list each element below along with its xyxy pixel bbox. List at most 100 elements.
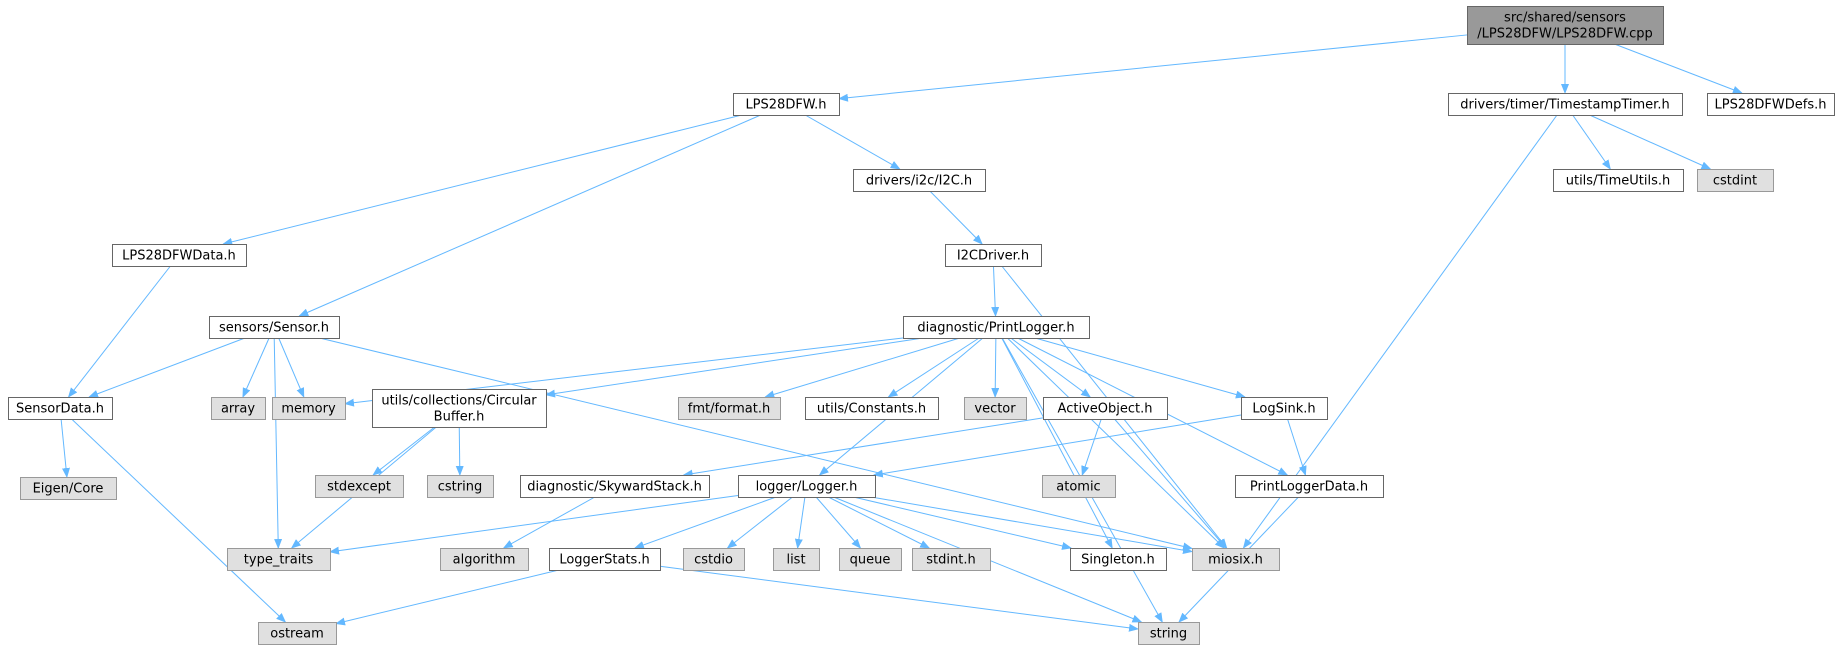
edge-print_logger-to-fmt_format [764, 337, 960, 399]
node-box [440, 548, 529, 571]
node-label: cstdio [694, 553, 733, 568]
node-logger-stats[interactable]: LoggerStats.h [549, 548, 661, 571]
node-box [1467, 6, 1664, 45]
node-label: sensors/Sensor.h [219, 321, 329, 336]
node-label: I2CDriver.h [957, 249, 1029, 264]
node-root[interactable]: src/shared/sensors/LPS28DFW/LPS28DFW.cpp [1467, 6, 1664, 45]
edge-sensors_sensor-to-array [242, 337, 270, 398]
node-algorithm: algorithm [440, 548, 529, 571]
node-label: miosix.h [1208, 553, 1263, 568]
node-label: stdexcept [327, 480, 391, 495]
node-lps28dfw-defs[interactable]: LPS28DFWDefs.h [1707, 93, 1835, 116]
edge-skyward_stack-to-algorithm [502, 496, 596, 549]
node-list: list [773, 548, 820, 571]
node-label: SensorData.h [16, 402, 104, 417]
edge-lps28dfw_h-to-lps28dfw_data [222, 114, 742, 246]
node-miosix: miosix.h [1192, 548, 1280, 571]
node-utils-constants[interactable]: utils/Constants.h [805, 397, 939, 420]
node-box [1707, 93, 1835, 116]
edge-print_logger-to-utils_constants [887, 337, 980, 398]
node-label: vector [974, 402, 1016, 417]
node-box [1235, 475, 1384, 498]
node-label: PrintLoggerData.h [1250, 480, 1368, 495]
node-box [903, 316, 1090, 339]
node-label: Buffer.h [434, 410, 485, 425]
edge-sensors_sensor-to-miosix [319, 337, 1193, 551]
node-label: queue [850, 553, 891, 568]
node-memory: memory [272, 397, 346, 420]
edge-sensors_sensor-to-sensor_data [88, 337, 246, 398]
node-box [209, 316, 340, 339]
node-eigen-core: Eigen/Core [20, 477, 117, 500]
edge-logger-to-stdint_h [828, 496, 931, 549]
node-label: utils/Constants.h [817, 402, 926, 417]
node-box [8, 397, 113, 420]
node-singleton[interactable]: Singleton.h [1070, 548, 1167, 571]
node-box [549, 548, 661, 571]
node-print-logger[interactable]: diagnostic/PrintLogger.h [903, 316, 1090, 339]
node-i2c-driver[interactable]: I2CDriver.h [945, 244, 1042, 267]
edge-log_sink-to-logger [872, 414, 1242, 478]
node-label: atomic [1056, 480, 1100, 495]
node-lps28dfw-h[interactable]: LPS28DFW.h [733, 93, 840, 116]
edge-root-to-lps28dfw_h [838, 34, 1468, 102]
edge-timestamp_timer-to-time_utils [1572, 114, 1611, 170]
edge-print_logger-to-circular_buffer [545, 337, 924, 398]
node-box [773, 548, 820, 571]
edge-i2c_driver-to-print_logger [991, 265, 1000, 317]
edge-logger-to-logger_stats [633, 496, 777, 549]
node-log-sink[interactable]: LogSink.h [1241, 397, 1328, 420]
node-box [112, 244, 247, 267]
edge-active_object-to-skyward_stack [682, 417, 1044, 478]
node-fmt-format: fmt/format.h [678, 397, 781, 420]
edge-circular_buffer-to-cstring [455, 426, 464, 476]
edge-logger-to-cstdio [726, 496, 793, 549]
edge-logger_stats-to-ostream [335, 569, 559, 626]
node-sensors-sensor[interactable]: sensors/Sensor.h [209, 316, 340, 339]
node-box [211, 397, 266, 420]
node-box [1241, 397, 1328, 420]
node-print-logger-data[interactable]: PrintLoggerData.h [1235, 475, 1384, 498]
node-label: string [1150, 627, 1187, 642]
node-stdint-h: stdint.h [912, 548, 991, 571]
node-box [683, 548, 745, 571]
node-box [1070, 548, 1167, 571]
node-box [839, 548, 902, 571]
node-time-utils[interactable]: utils/TimeUtils.h [1553, 169, 1684, 192]
node-timestamp-timer[interactable]: drivers/timer/TimestampTimer.h [1448, 93, 1683, 116]
node-queue: queue [839, 548, 902, 571]
node-skyward-stack[interactable]: diagnostic/SkywardStack.h [520, 475, 710, 498]
node-label: array [221, 402, 255, 417]
node-label: cstring [438, 480, 482, 495]
node-box [1553, 169, 1684, 192]
node-active-object[interactable]: ActiveObject.h [1043, 397, 1168, 420]
node-label: list [786, 553, 805, 568]
node-label: algorithm [453, 553, 516, 568]
node-logger[interactable]: logger/Logger.h [738, 475, 876, 498]
node-lps28dfw-data[interactable]: LPS28DFWData.h [112, 244, 247, 267]
node-box [945, 244, 1042, 267]
edge-print_logger-to-log_sink [1034, 337, 1246, 399]
node-cstring: cstring [427, 475, 494, 498]
edge-logger-to-list [794, 496, 806, 549]
node-box [227, 548, 331, 571]
edge-lps28dfw_h-to-drivers_i2c [805, 114, 901, 170]
node-drivers-i2c[interactable]: drivers/i2c/I2C.h [853, 169, 986, 192]
node-box [258, 622, 337, 645]
edge-logger-to-type_traits [329, 494, 739, 555]
edge-circular_buffer-to-stdexcept [372, 426, 435, 476]
node-box [678, 397, 781, 420]
edge-sensors_sensor-to-memory [278, 337, 305, 398]
node-box [1697, 169, 1774, 192]
edge-layer [60, 34, 1743, 632]
edge-print_logger-to-miosix [1007, 337, 1225, 549]
node-atomic: atomic [1042, 475, 1116, 498]
node-sensor-data[interactable]: SensorData.h [8, 397, 113, 420]
node-box [733, 93, 840, 116]
edge-sensors_sensor-to-type_traits [273, 337, 283, 549]
edge-print_logger-to-vector [991, 337, 1000, 398]
node-label: cstdint [1713, 174, 1757, 189]
node-label: Singleton.h [1081, 553, 1155, 568]
